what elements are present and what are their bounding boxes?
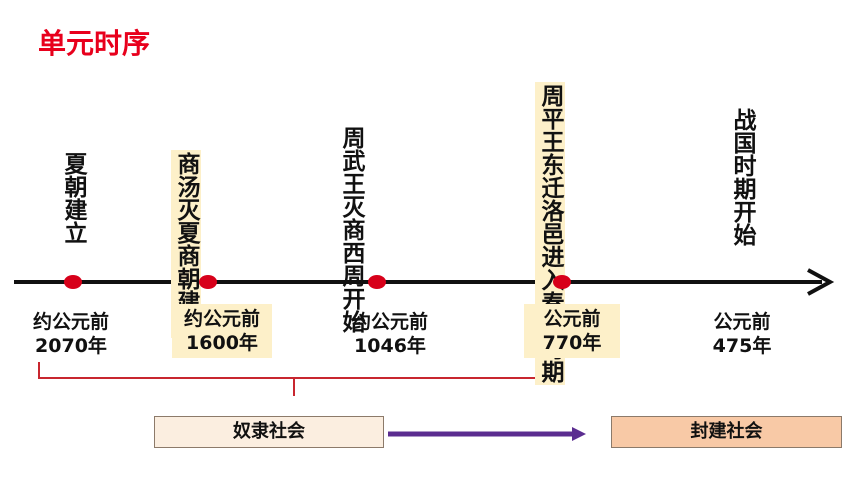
event-chunqiu-dot [553, 275, 571, 289]
page-title: 单元时序 [38, 27, 151, 60]
slave-society-bracket [38, 362, 551, 396]
event-zhou-text: 周武王灭商西周开始 [338, 126, 364, 333]
event-shang-dot [199, 275, 217, 289]
event-zhou-dot [368, 275, 386, 289]
slave-society-box: 奴隶社会 [154, 416, 384, 448]
transition-arrowhead [572, 427, 586, 441]
timeline-arrowhead [807, 268, 835, 296]
feudal-society-box: 封建社会 [611, 416, 842, 448]
event-xia-text: 夏朝建立 [60, 152, 86, 244]
event-zhanguo-text: 战国时期开始 [729, 108, 755, 246]
event-xia-dot [64, 275, 82, 289]
